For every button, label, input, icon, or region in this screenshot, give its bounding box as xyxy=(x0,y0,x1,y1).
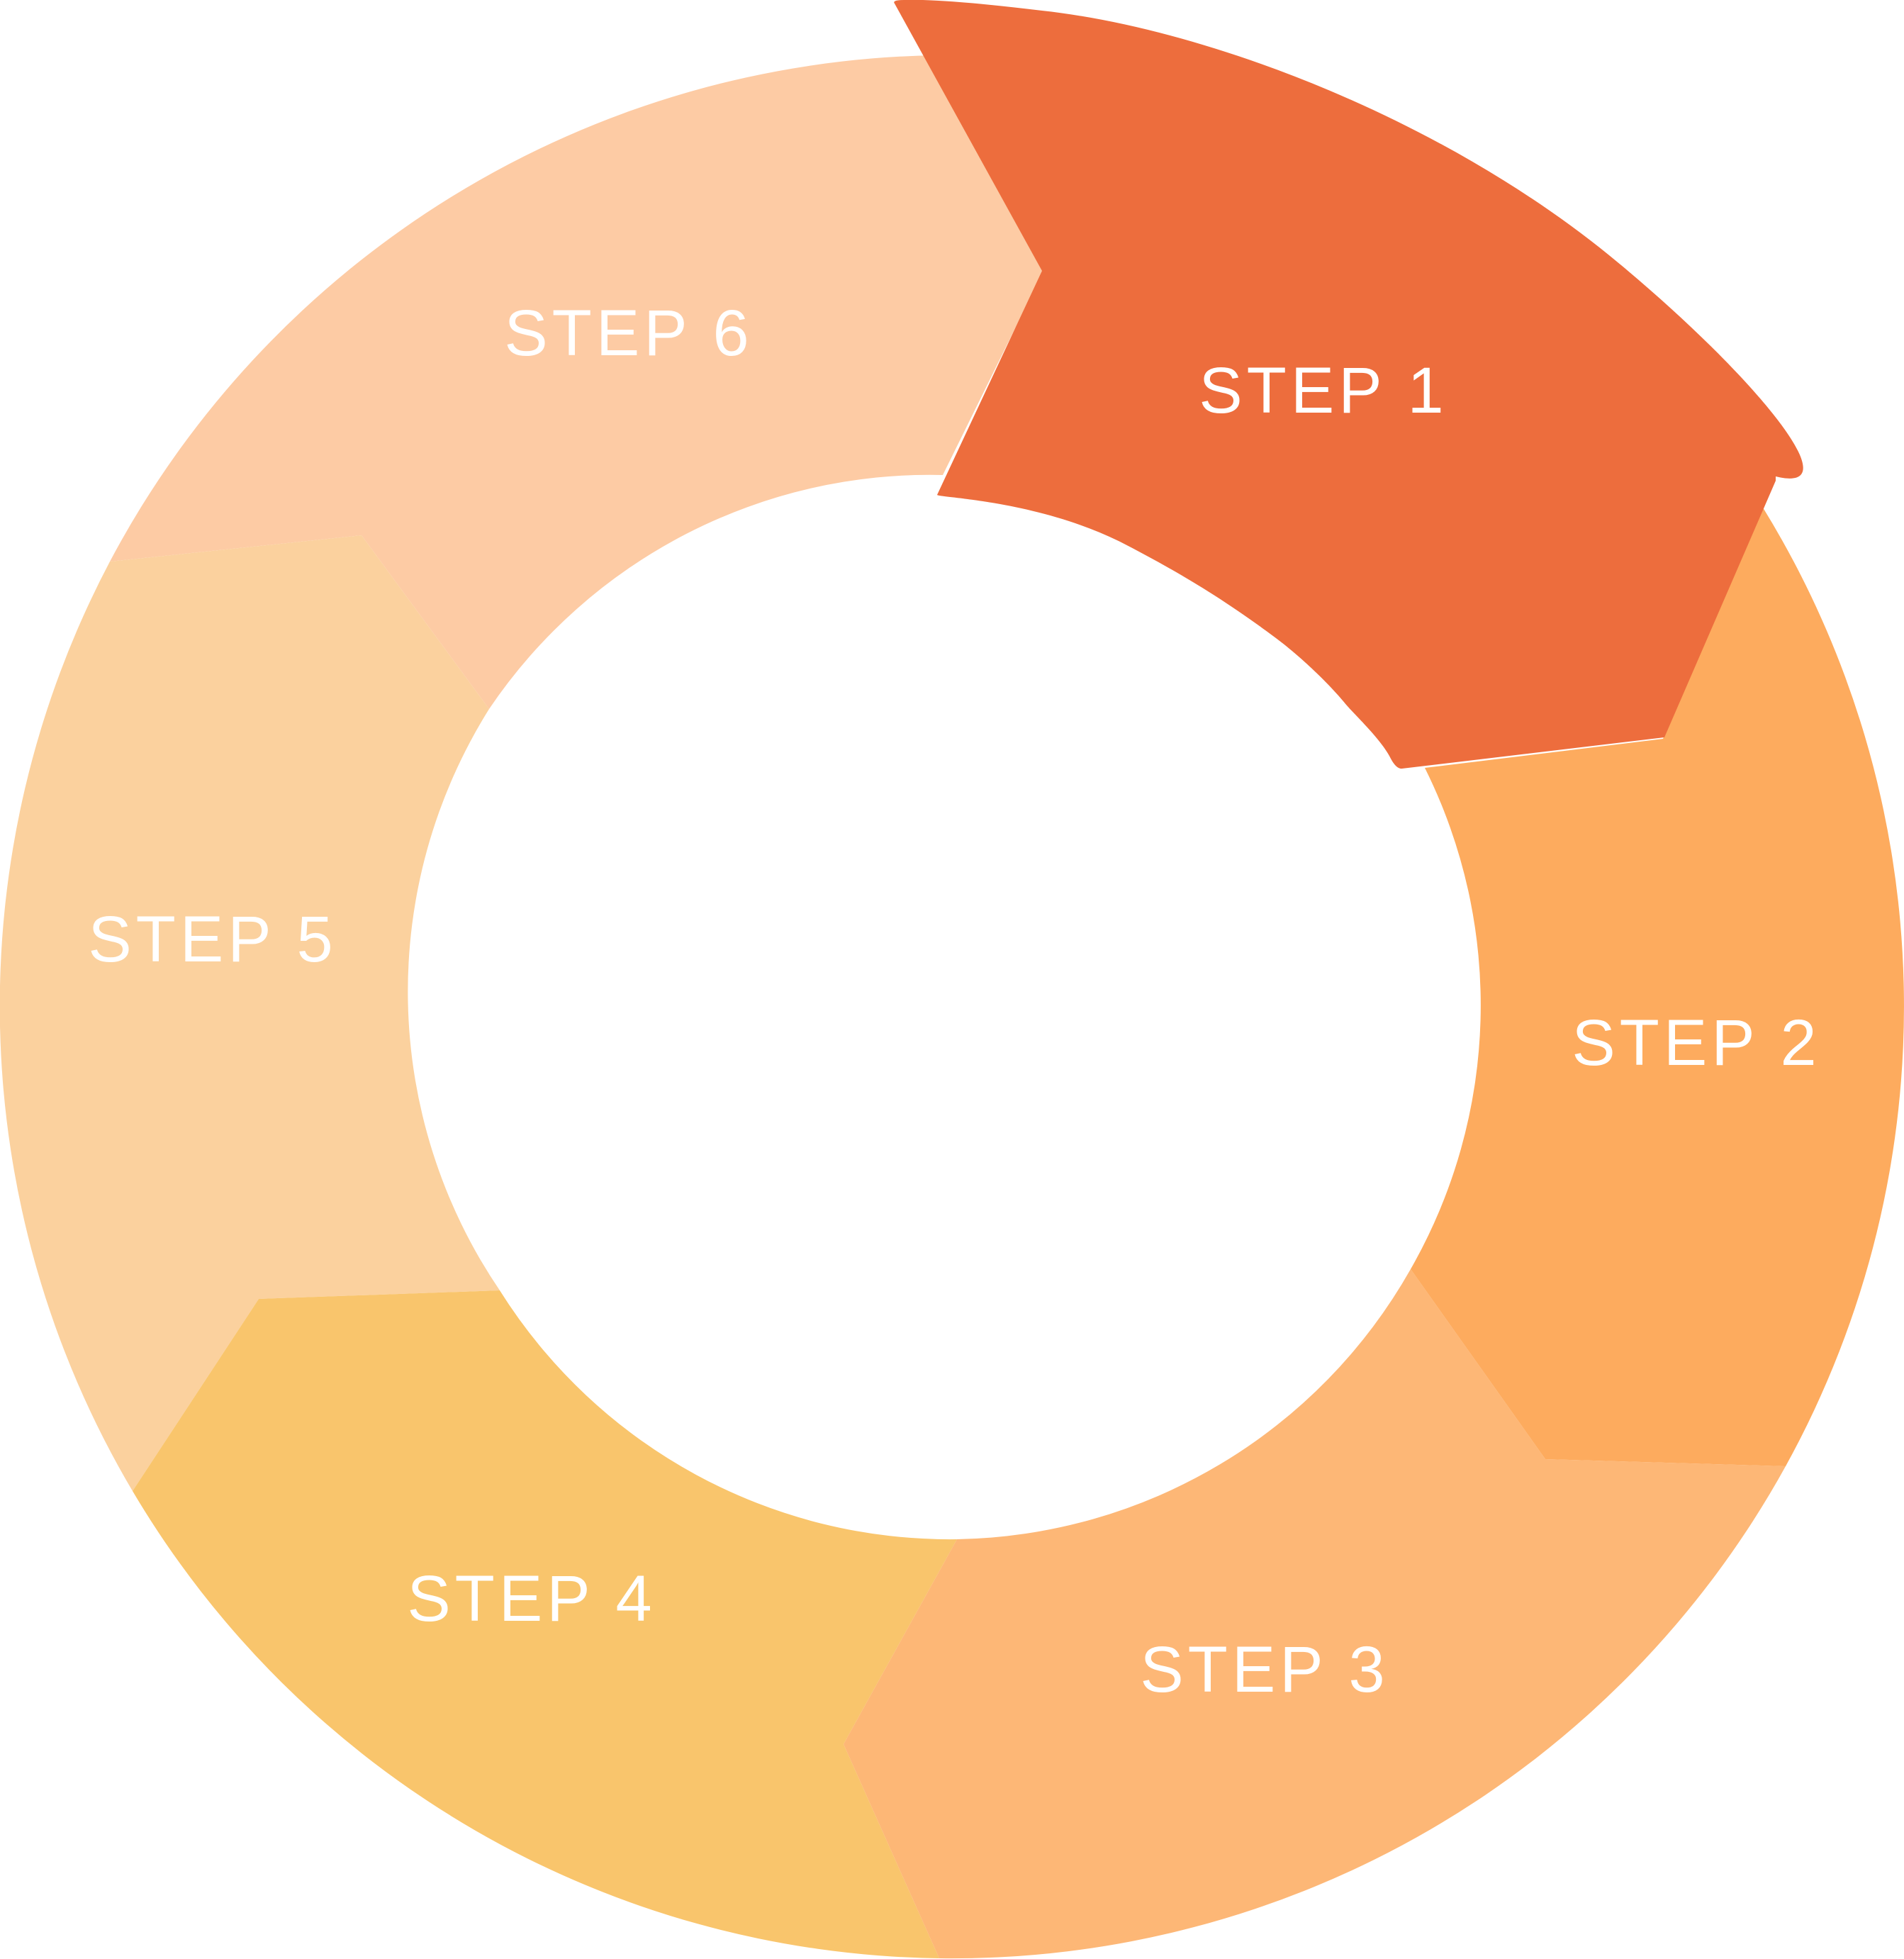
step-4-segment xyxy=(133,1290,957,1958)
step-5-segment xyxy=(0,535,500,1491)
step-4-label: STEP 4 xyxy=(407,1563,656,1635)
step-1-arrow-segment xyxy=(894,0,1803,769)
step-1-label: STEP 1 xyxy=(1199,355,1447,427)
step-5-label: STEP 5 xyxy=(88,903,337,976)
step-3-segment xyxy=(844,1269,1786,1959)
step-2-label: STEP 2 xyxy=(1572,1007,1820,1079)
step-2-segment xyxy=(1411,508,1904,1466)
step-6-segment xyxy=(110,55,1043,709)
step-3-label: STEP 3 xyxy=(1140,1634,1389,1706)
step-6-label: STEP 6 xyxy=(504,297,753,369)
